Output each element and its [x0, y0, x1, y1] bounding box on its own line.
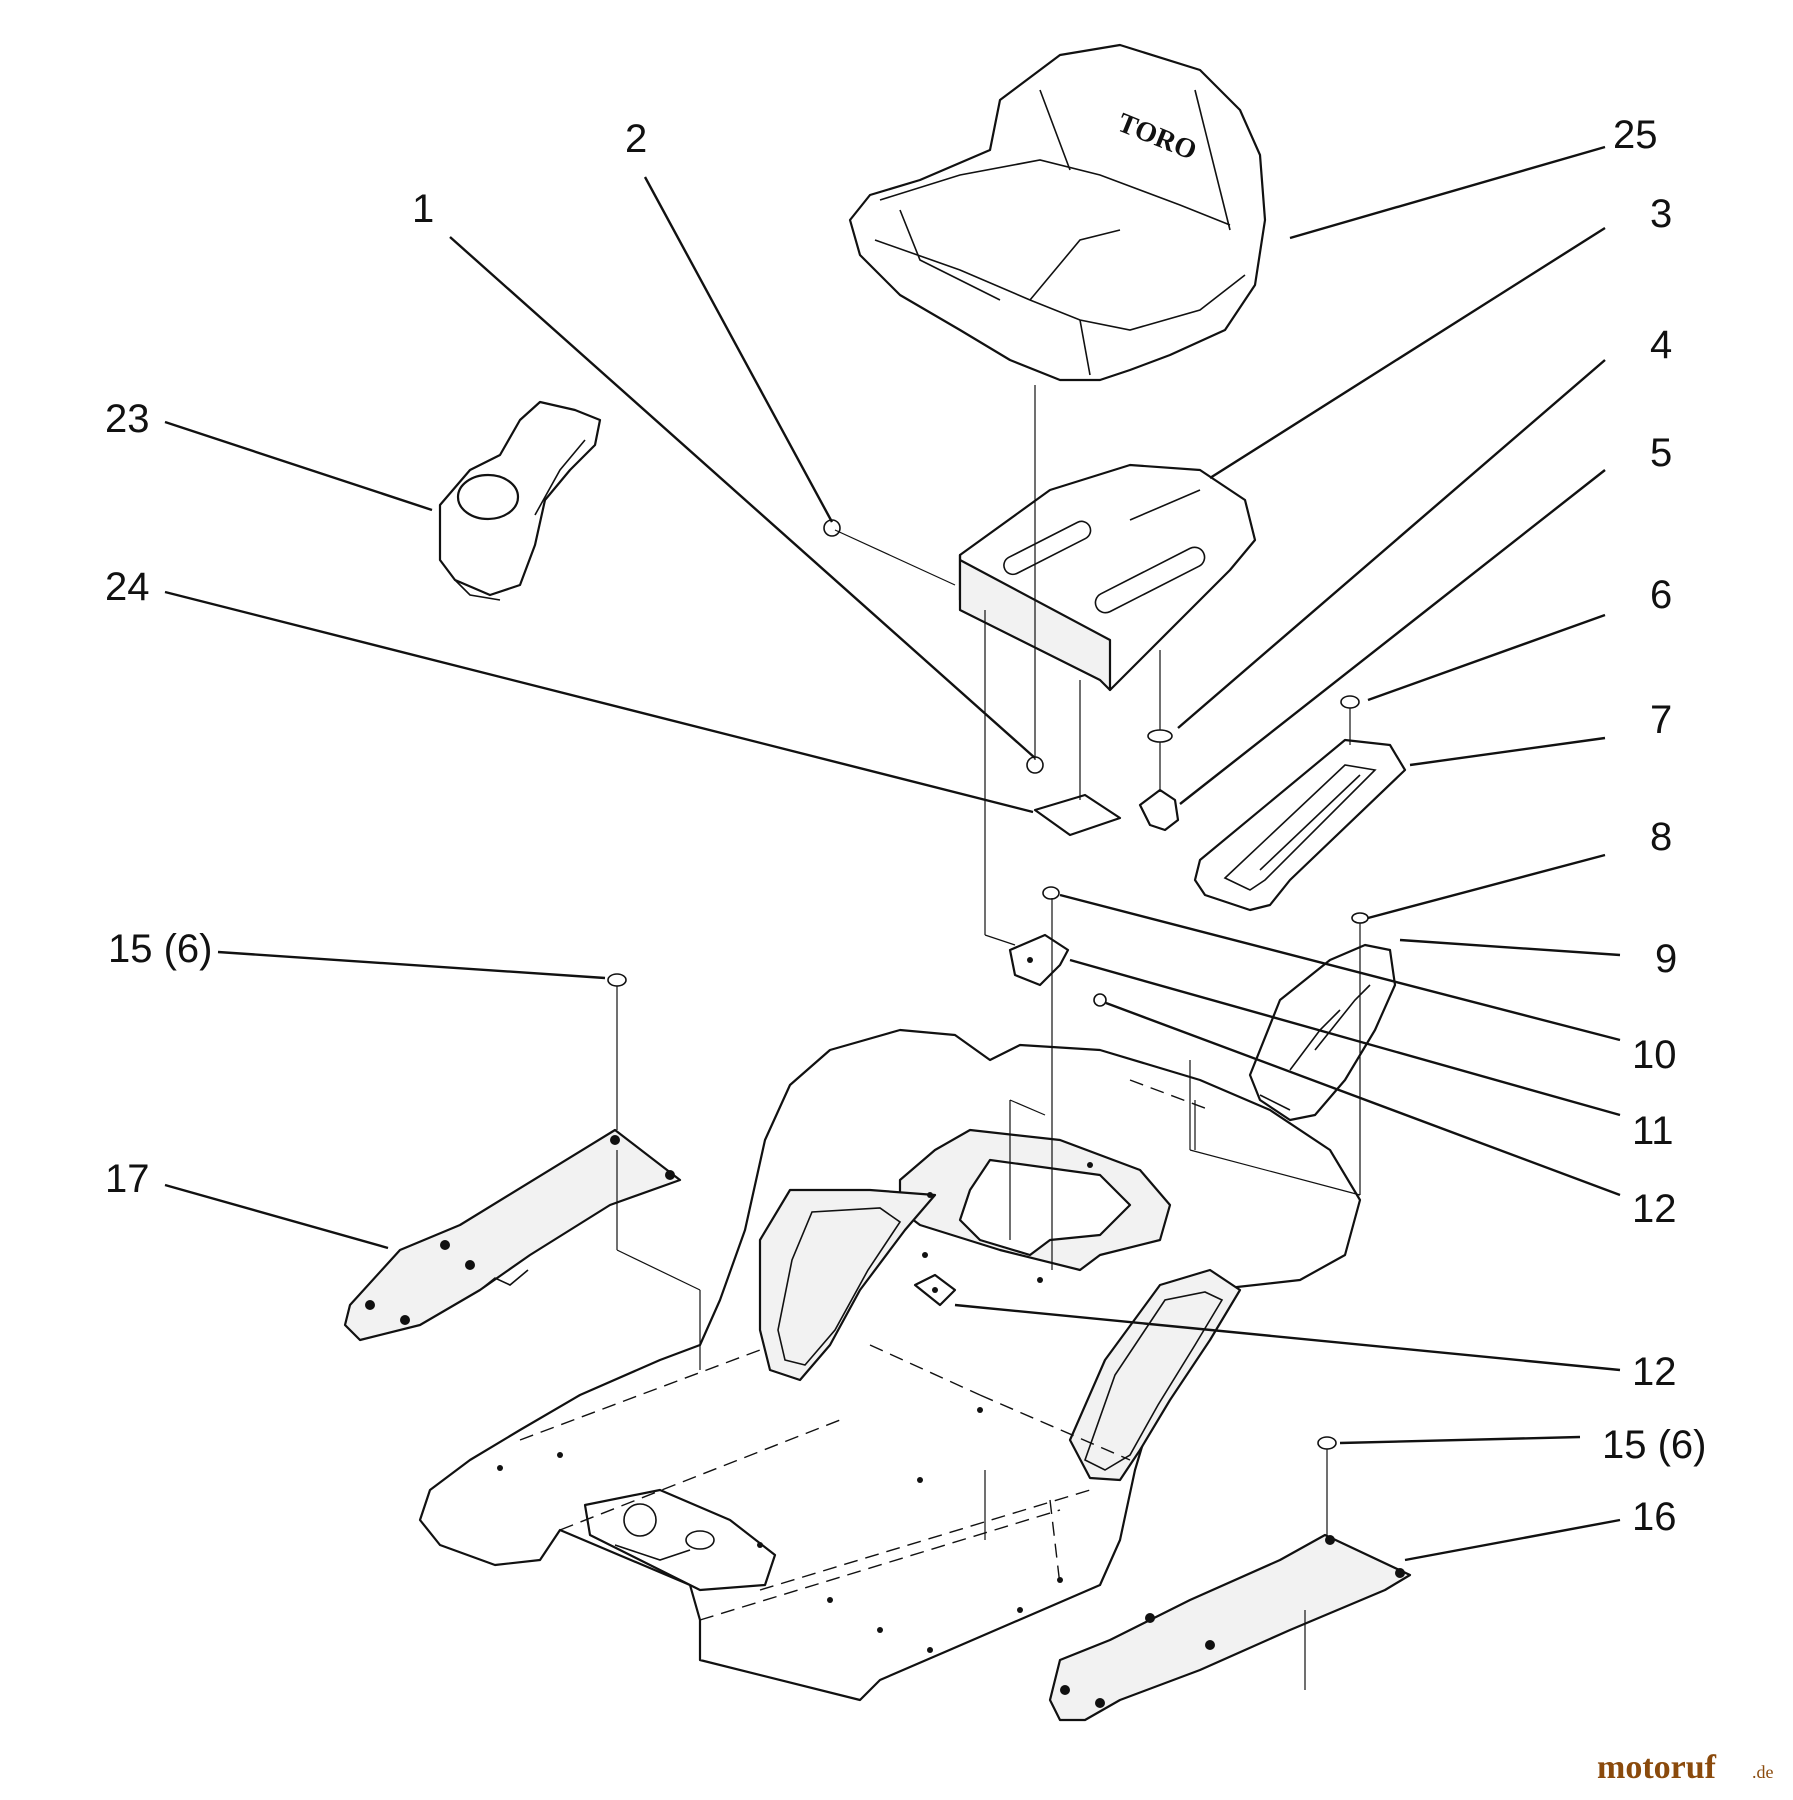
callout-6: 6: [1650, 573, 1672, 617]
shift-decal: [1248, 943, 1397, 1122]
callout-23: 23: [105, 397, 150, 441]
callout-9: 9: [1655, 937, 1677, 981]
left-floor-mat: [343, 1128, 682, 1342]
callout-15-upper: 15 (6): [108, 927, 213, 971]
callout-10: 10: [1632, 1033, 1677, 1077]
callout-11: 11: [1632, 1109, 1674, 1153]
fender-deck: [418, 1028, 1362, 1702]
callout-24: 24: [105, 565, 150, 609]
callout-17: 17: [105, 1157, 150, 1201]
seat: TORO: [848, 43, 1267, 382]
right-floor-mat: [1048, 1533, 1412, 1722]
watermark: motoruf .de: [1597, 1749, 1774, 1786]
callout-4: 4: [1650, 323, 1672, 367]
seat-pan: [958, 463, 1257, 692]
watermark-name: motoruf: [1597, 1749, 1717, 1786]
assembly-axes: [616, 385, 1361, 1690]
leader-lines: [164, 145, 1621, 1562]
callout-7: 7: [1650, 698, 1672, 742]
callout-1: 1: [412, 187, 434, 231]
callout-2: 2: [625, 117, 647, 161]
callout-15-lower: 15 (6): [1602, 1423, 1707, 1467]
callout-labels: 25 2 3 1 4 23 5 24 6 7 8 15 (6) 9 10 11 …: [105, 113, 1707, 1539]
shift-plate: [1193, 738, 1407, 912]
callout-3: 3: [1650, 192, 1672, 236]
hardware: [607, 519, 1369, 1450]
callout-12-lower: 12: [1632, 1350, 1677, 1394]
callout-8: 8: [1650, 815, 1672, 859]
callout-5: 5: [1650, 431, 1672, 475]
callout-12-upper: 12: [1632, 1187, 1677, 1231]
callout-16: 16: [1632, 1495, 1677, 1539]
watermark-suffix: .de: [1752, 1762, 1774, 1782]
callout-25: 25: [1613, 113, 1658, 157]
cup-holder: [438, 400, 602, 601]
